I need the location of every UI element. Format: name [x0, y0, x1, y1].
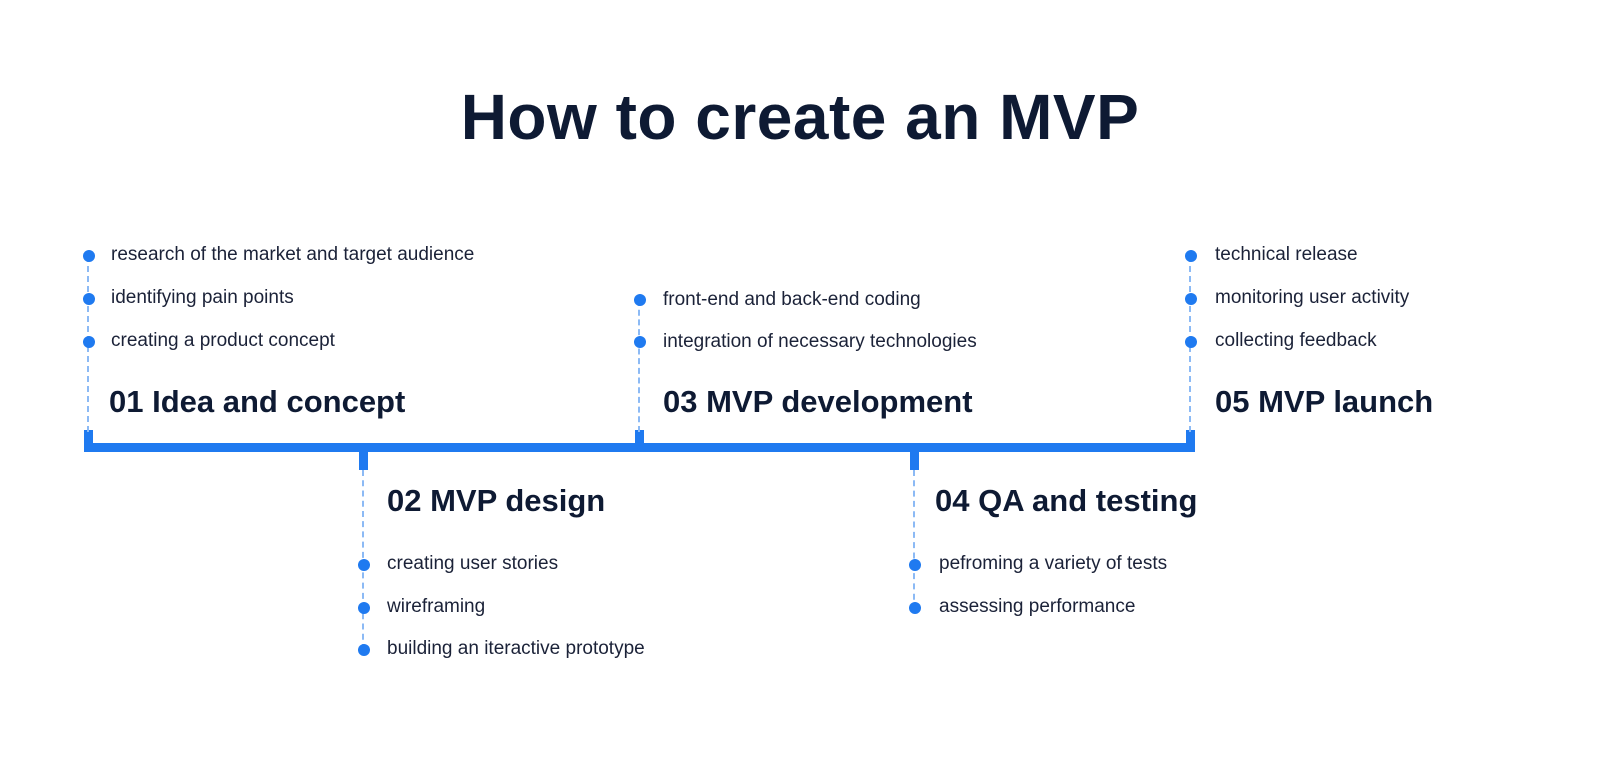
step-05-bullet-dot — [1185, 293, 1197, 305]
step-04-bullet-dot — [909, 559, 921, 571]
step-01-bullet-dot — [83, 250, 95, 262]
timeline-tick-01 — [84, 430, 93, 452]
step-02-item: building an iteractive prototype — [387, 638, 645, 659]
step-03-connector — [638, 300, 640, 432]
step-03-bullet-dot — [634, 336, 646, 348]
timeline-tick-03 — [635, 430, 644, 452]
step-05-title: 05 MVP launch — [1215, 384, 1434, 419]
step-05-item: collecting feedback — [1215, 330, 1377, 351]
step-01-item: creating a product concept — [111, 330, 335, 351]
step-02-bullet-dot — [358, 559, 370, 571]
step-02-item: creating user stories — [387, 553, 559, 574]
step-05-item: technical release — [1215, 244, 1358, 265]
step-04-title: 04 QA and testing — [935, 483, 1198, 518]
step-05-item: monitoring user activity — [1215, 287, 1410, 308]
step-02-bullet-dot — [358, 644, 370, 656]
step-03-item: front-end and back-end coding — [663, 289, 921, 310]
step-01-item: research of the market and target audien… — [111, 244, 475, 265]
step-04-item: assessing performance — [939, 596, 1136, 617]
step-01-bullet-dot — [83, 293, 95, 305]
page-title: How to create an MVP — [460, 81, 1140, 153]
timeline-tick-02 — [359, 448, 368, 470]
timeline-tick-05 — [1186, 430, 1195, 452]
step-01-title: 01 Idea and concept — [109, 384, 406, 419]
step-03-bullet-dot — [634, 294, 646, 306]
step-04-item: pefroming a variety of tests — [939, 553, 1168, 574]
step-01-item: identifying pain points — [111, 287, 294, 308]
step-02-bullet-dot — [358, 602, 370, 614]
step-04-connector — [913, 470, 915, 610]
step-01-bullet-dot — [83, 336, 95, 348]
step-02-title: 02 MVP design — [387, 483, 606, 518]
step-03-title: 03 MVP development — [663, 384, 973, 419]
timeline-tick-04 — [910, 448, 919, 470]
step-02-item: wireframing — [387, 596, 486, 617]
step-05-bullet-dot — [1185, 336, 1197, 348]
step-03-item: integration of necessary technologies — [663, 331, 977, 352]
step-04-bullet-dot — [909, 602, 921, 614]
step-05-bullet-dot — [1185, 250, 1197, 262]
